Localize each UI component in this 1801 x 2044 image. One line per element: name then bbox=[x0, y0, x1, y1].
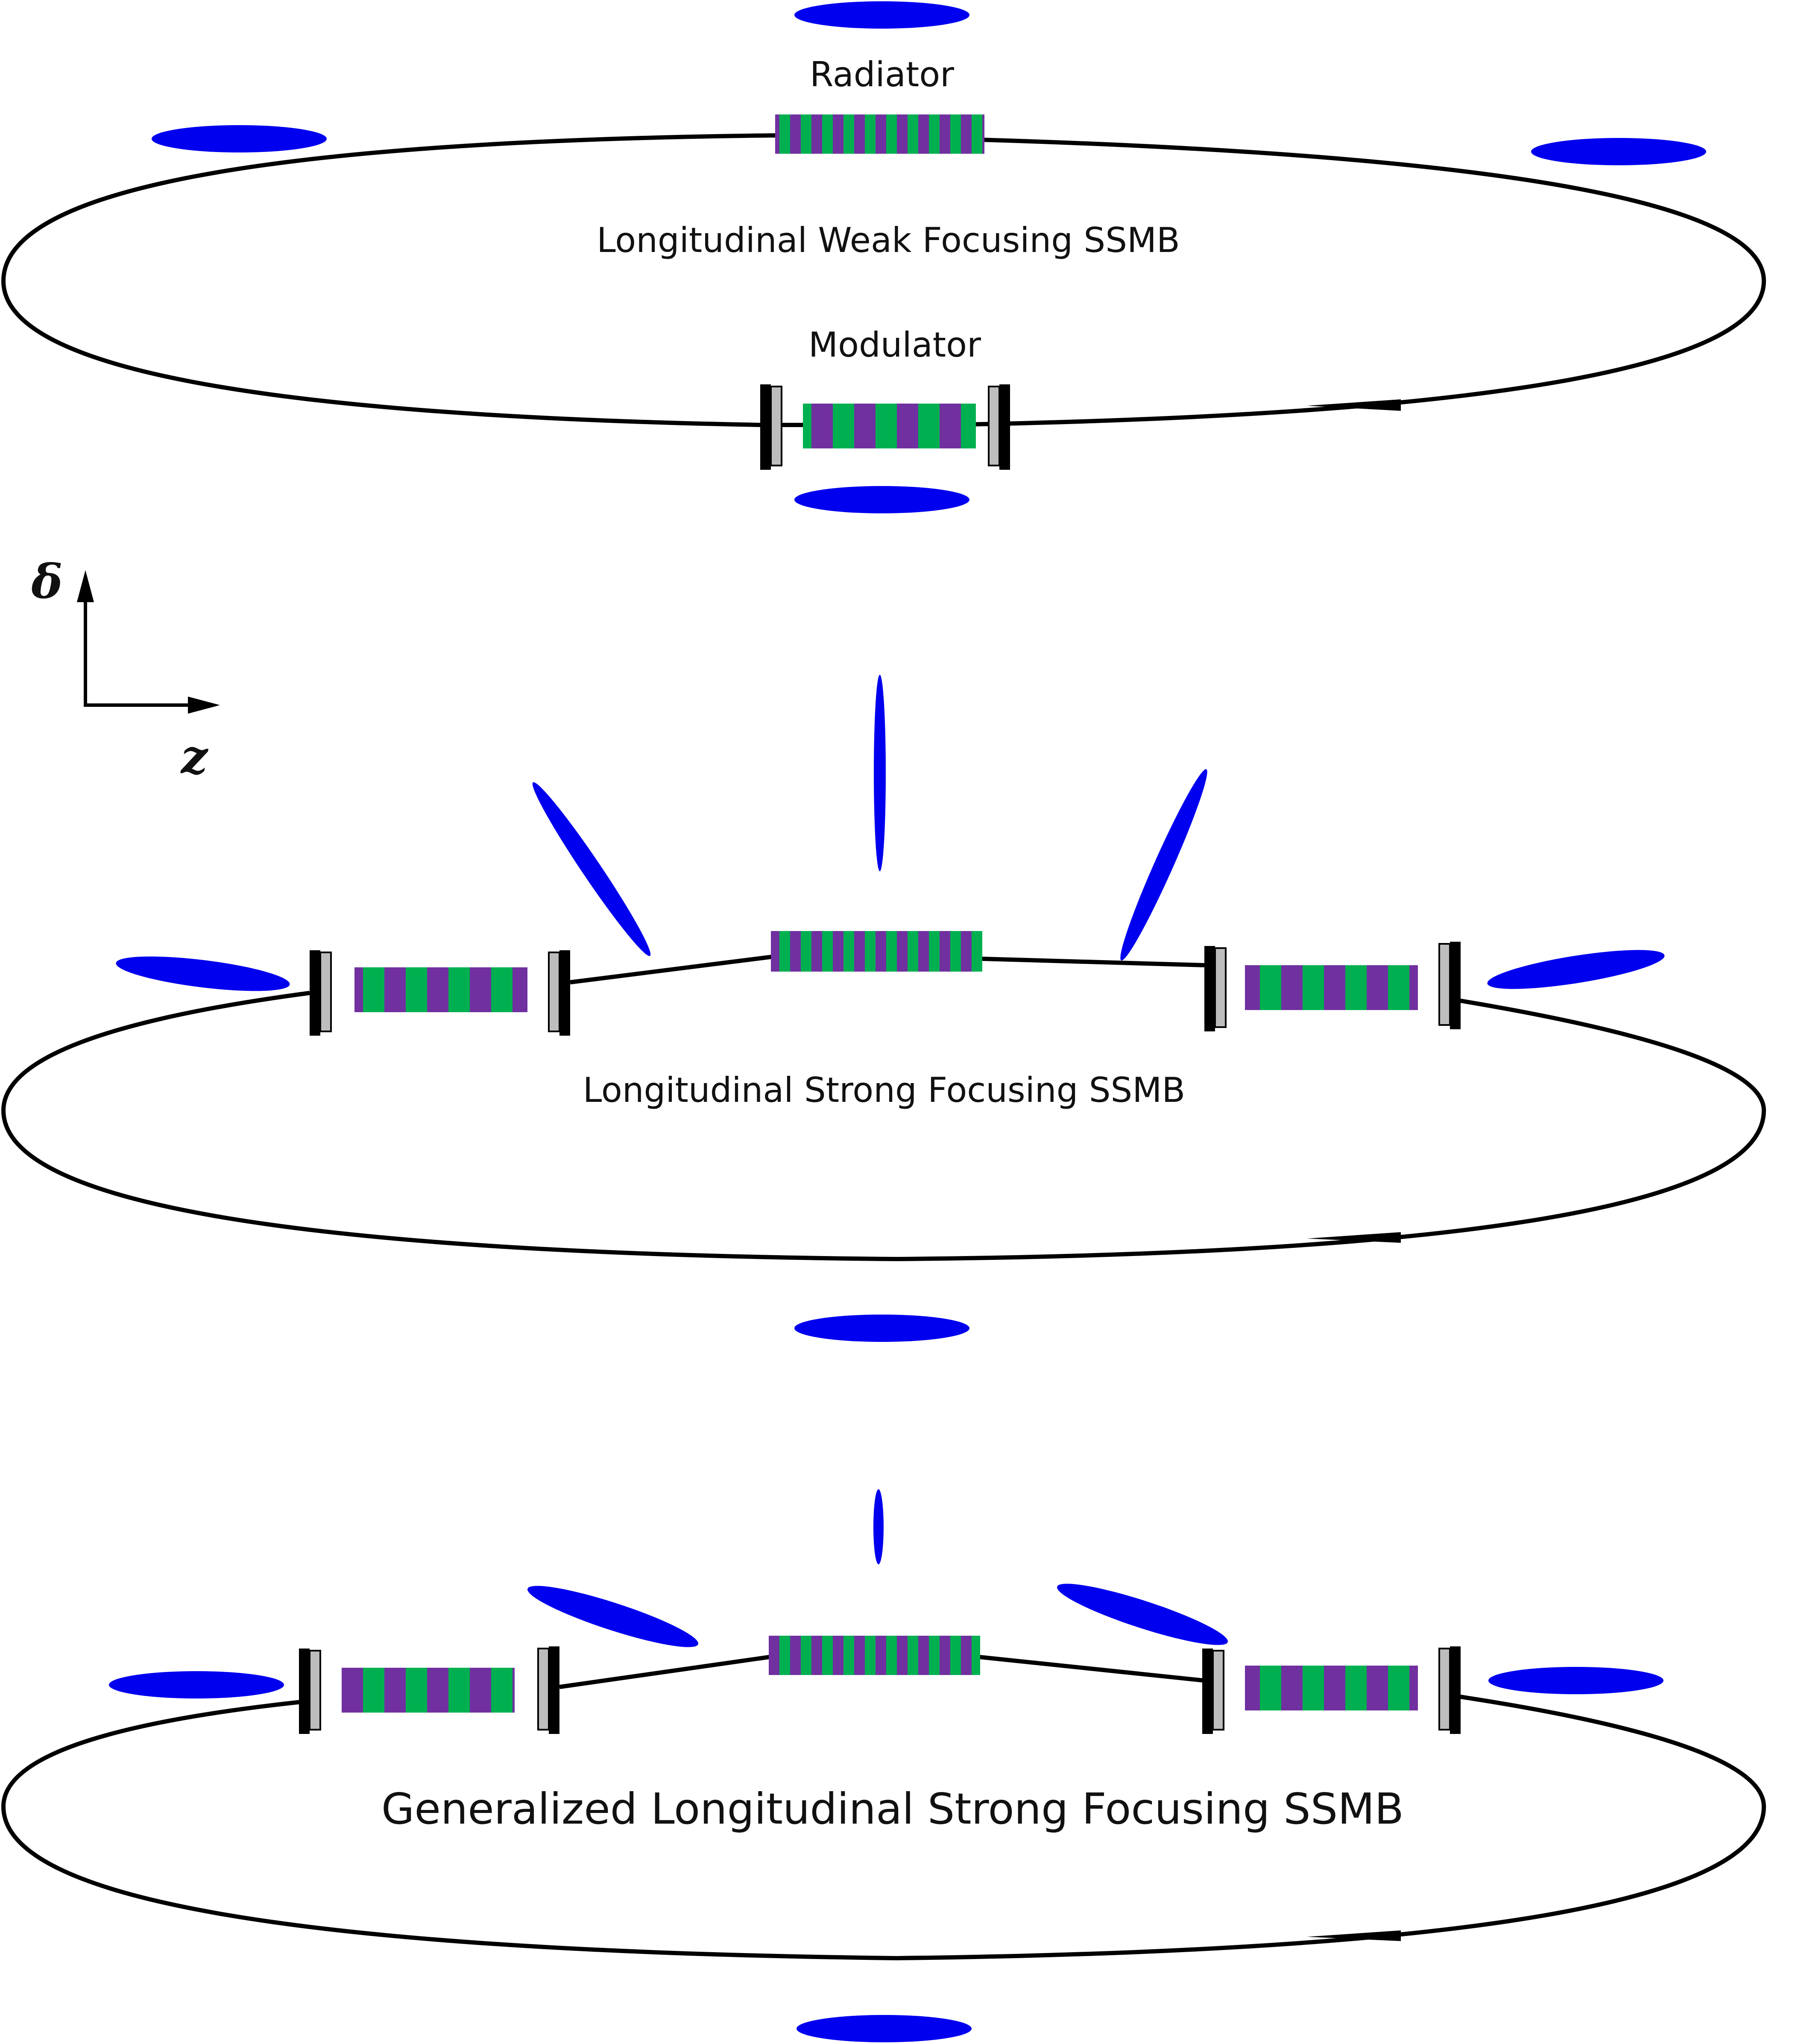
strong-radiator-undulator bbox=[771, 931, 982, 972]
weak-modulator-undulator bbox=[803, 404, 976, 448]
strong-left-modulator-undulator bbox=[354, 967, 527, 1012]
generalized-left-modulator-undulator bbox=[342, 1668, 515, 1713]
generalized-bunch-right-tilted bbox=[1057, 1584, 1228, 1645]
weak-panel-title: Longitudinal Weak Focusing SSMB bbox=[597, 220, 1180, 260]
strong-right-modulator-left-mirror bbox=[1204, 946, 1227, 1031]
strong-direction-arrow bbox=[1307, 1232, 1401, 1243]
generalized-bunch-far-right bbox=[1488, 1667, 1663, 1694]
weak-bunch-bottom bbox=[794, 486, 969, 513]
weak-radiator-undulator bbox=[775, 114, 984, 154]
generalized-bunch-far-left bbox=[109, 1671, 284, 1698]
generalized-ring-orbit bbox=[1, 1693, 1766, 1961]
strong-bunch-far-left bbox=[116, 956, 290, 991]
phase-space-axes: δ z bbox=[31, 554, 220, 784]
weak-bunch-right bbox=[1531, 138, 1706, 165]
weak-ring-orbit bbox=[1, 133, 1766, 427]
generalized-bunch-bottom bbox=[797, 2015, 972, 2042]
generalized-right-modulator-right-mirror bbox=[1438, 1646, 1461, 1734]
strong-right-modulator-right-mirror bbox=[1438, 942, 1461, 1029]
strong-bunch-bottom bbox=[794, 1315, 969, 1342]
strong-bunch-right-tilted bbox=[1120, 769, 1207, 961]
generalized-right-modulator-undulator bbox=[1245, 1666, 1418, 1710]
strong-bunch-left-tilted bbox=[532, 782, 651, 956]
strong-panel-title: Longitudinal Strong Focusing SSMB bbox=[583, 1070, 1186, 1110]
generalized-radiator-undulator bbox=[769, 1636, 980, 1675]
delta-axis-arrowhead bbox=[77, 570, 94, 602]
strong-left-modulator-left-mirror bbox=[310, 950, 332, 1036]
generalized-bunch-top-upright bbox=[873, 1489, 884, 1564]
weak-bunch-left bbox=[152, 125, 327, 152]
generalized-left-modulator-right-mirror bbox=[537, 1646, 559, 1734]
generalized-right-modulator-left-mirror bbox=[1202, 1649, 1224, 1734]
generalized-direction-arrow bbox=[1307, 1930, 1401, 1941]
weak-modulator-label: Modulator bbox=[808, 325, 981, 365]
strong-focusing-panel: Longitudinal Strong Focusing SSMB bbox=[1, 675, 1766, 1342]
weak-radiator-label: Radiator bbox=[810, 55, 954, 94]
weak-focusing-panel: Radiator Modulator Longitudinal Weak Foc… bbox=[1, 1, 1766, 513]
weak-bunch-top bbox=[794, 1, 969, 29]
delta-axis-label: δ bbox=[31, 554, 62, 609]
generalized-panel-title: Generalized Longitudinal Strong Focusing… bbox=[381, 1784, 1404, 1834]
strong-right-modulator-undulator bbox=[1245, 965, 1418, 1010]
weak-modulator-right-mirror bbox=[988, 384, 1010, 470]
generalized-left-modulator-left-mirror bbox=[299, 1649, 321, 1734]
strong-bunch-far-right bbox=[1487, 950, 1665, 989]
weak-direction-arrow bbox=[1307, 399, 1401, 411]
strong-ring-orbit bbox=[1, 991, 1766, 1262]
generalized-bunch-left-tilted bbox=[527, 1586, 698, 1647]
weak-modulator-left-mirror bbox=[760, 384, 782, 470]
z-axis-label: z bbox=[180, 729, 209, 784]
strong-left-modulator-right-mirror bbox=[548, 950, 570, 1036]
z-axis-arrowhead bbox=[188, 697, 220, 714]
strong-bunch-top-upright bbox=[874, 675, 886, 871]
generalized-focusing-panel: Generalized Longitudinal Strong Focusing… bbox=[1, 1489, 1766, 2042]
